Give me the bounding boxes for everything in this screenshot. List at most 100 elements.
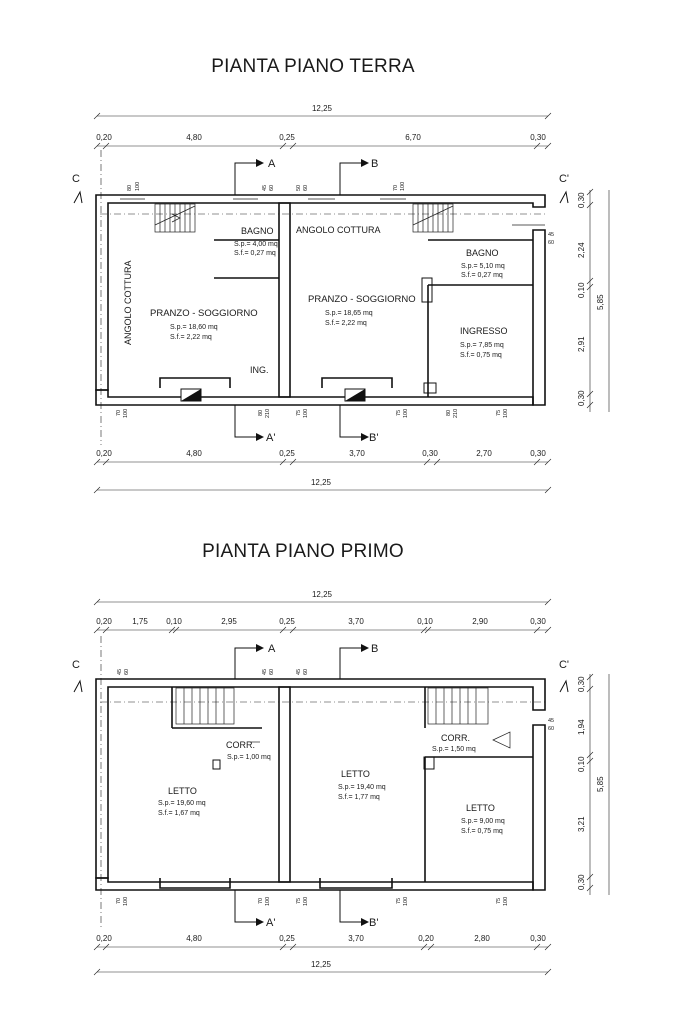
svg-text:100: 100 [403, 897, 409, 906]
first-openings: 45 60 45 60 45 60 45 60 70 100 70 100 75… [116, 669, 554, 906]
svg-text:S.f.= 0,75 mq: S.f.= 0,75 mq [461, 828, 503, 835]
svg-text:S.f.= 0,27 mq: S.f.= 0,27 mq [234, 250, 276, 257]
svg-text:3,70: 3,70 [349, 449, 365, 458]
svg-text:A': A' [266, 917, 275, 929]
ground-op-50a: 50 [296, 185, 302, 191]
svg-text:B: B [371, 643, 378, 655]
svg-text:45: 45 [262, 669, 268, 675]
ground-op-100b: 100 [400, 182, 406, 191]
svg-text:75: 75 [296, 898, 302, 904]
svg-text:C: C [72, 659, 80, 671]
svg-text:0,30: 0,30 [530, 449, 546, 458]
svg-text:S.p.= 19,60 mq: S.p.= 19,60 mq [158, 800, 206, 807]
svg-text:0,10: 0,10 [166, 617, 182, 626]
svg-text:0,30: 0,30 [577, 874, 586, 890]
ground-walls [95, 194, 546, 406]
room-pranzo-left: PRANZO - SOGGIORNO [150, 308, 258, 319]
first-room-labels: CORR. S.p.= 1,00 mq LETTO S.p.= 19,60 mq… [158, 733, 505, 835]
ground-top-dim-3: 0,25 [279, 133, 295, 142]
svg-text:3,70: 3,70 [348, 617, 364, 626]
svg-text:210: 210 [265, 409, 271, 418]
room-ingresso-right: INGRESSO [460, 326, 508, 336]
ground-side-dimension-chain: 0,30 2,24 0,10 2,91 0,30 5,85 [577, 188, 610, 412]
svg-text:S.p.= 7,85 mq: S.p.= 7,85 mq [460, 342, 504, 349]
ground-section-c-label: C [72, 173, 80, 185]
svg-text:S.f.= 0,75 mq: S.f.= 0,75 mq [460, 352, 502, 359]
first-stairs [175, 687, 511, 749]
svg-text:2,24: 2,24 [577, 242, 586, 258]
svg-text:2,91: 2,91 [577, 336, 586, 352]
svg-text:60: 60 [124, 669, 130, 675]
svg-text:12,25: 12,25 [311, 960, 332, 969]
svg-text:S.f.= 2,22 mq: S.f.= 2,22 mq [325, 320, 367, 327]
svg-text:S.p.= 1,50 mq: S.p.= 1,50 mq [432, 746, 476, 753]
ground-section-b-prime: B' [369, 432, 378, 444]
first-walls [95, 678, 546, 891]
ground-section-a-prime: A' [266, 432, 275, 444]
ground-op-60a: 60 [269, 185, 275, 191]
svg-text:12,25: 12,25 [311, 478, 332, 487]
svg-text:0,20: 0,20 [96, 449, 112, 458]
room-letto-left: LETTO [168, 786, 197, 796]
room-corr-right: CORR. [441, 733, 470, 743]
svg-text:0,20: 0,20 [96, 617, 112, 626]
svg-text:60: 60 [303, 669, 309, 675]
first-chimney [159, 878, 393, 889]
svg-text:5,85: 5,85 [596, 776, 605, 792]
room-bagno-right: BAGNO [466, 248, 499, 258]
svg-text:70: 70 [258, 898, 264, 904]
room-letto-mid: LETTO [341, 769, 370, 779]
ground-section-a: A [268, 158, 276, 170]
svg-text:S.p.= 19,40 mq: S.p.= 19,40 mq [338, 784, 386, 791]
ground-op-100a: 100 [135, 182, 141, 191]
svg-text:A: A [268, 643, 276, 655]
svg-text:0,20: 0,20 [96, 934, 112, 943]
ground-op-45b: 45 [548, 232, 554, 238]
svg-text:0,10: 0,10 [417, 617, 433, 626]
svg-text:75: 75 [496, 410, 502, 416]
ground-section-markers: A B A' B' [234, 158, 378, 444]
svg-text:3,70: 3,70 [348, 934, 364, 943]
room-pranzo-right: PRANZO - SOGGIORNO [308, 294, 416, 305]
ground-op-80a: 80 [127, 185, 133, 191]
svg-text:2,70: 2,70 [476, 449, 492, 458]
svg-text:0,30: 0,30 [577, 676, 586, 692]
svg-text:S.f.= 2,22 mq: S.f.= 2,22 mq [170, 334, 212, 341]
svg-text:80: 80 [446, 410, 452, 416]
room-angolo-cottura-left: ANGOLO COTTURA [123, 260, 133, 345]
svg-text:S.f.= 0,27 mq: S.f.= 0,27 mq [461, 272, 503, 279]
svg-text:0,10: 0,10 [577, 282, 586, 298]
svg-text:S.p.= 18,60 mq: S.p.= 18,60 mq [170, 324, 218, 331]
svg-text:75: 75 [396, 898, 402, 904]
svg-text:60: 60 [269, 669, 275, 675]
svg-text:80: 80 [258, 410, 264, 416]
svg-text:0,20: 0,20 [418, 934, 434, 943]
first-overall-dimension: 12,25 [93, 590, 552, 606]
svg-text:S.f.= 1,77 mq: S.f.= 1,77 mq [338, 794, 380, 801]
svg-text:45: 45 [548, 718, 554, 724]
svg-text:0,30: 0,30 [422, 449, 438, 458]
svg-text:0,25: 0,25 [279, 449, 295, 458]
ground-bottom-openings: 70 100 80 210 75 100 75 100 80 210 75 10… [116, 409, 509, 418]
svg-text:100: 100 [403, 409, 409, 418]
svg-text:100: 100 [303, 409, 309, 418]
svg-text:100: 100 [265, 897, 271, 906]
svg-text:S.p.= 18,65 mq: S.p.= 18,65 mq [325, 310, 373, 317]
svg-text:0,25: 0,25 [279, 934, 295, 943]
svg-text:1,94: 1,94 [577, 719, 586, 735]
ground-section-b: B [371, 158, 378, 170]
room-corr-left: CORR. [226, 740, 255, 750]
svg-text:70: 70 [116, 898, 122, 904]
svg-text:0,10: 0,10 [577, 756, 586, 772]
ground-overall-dimension: 12,25 [93, 104, 552, 120]
ground-overall-label: 12,25 [312, 104, 333, 113]
ground-top-dimension-chain: 0,20 4,80 0,25 6,70 0,30 [93, 133, 552, 150]
room-ingresso-left: ING. [250, 365, 269, 375]
svg-text:45: 45 [117, 669, 123, 675]
ground-chimneys [159, 377, 437, 402]
svg-text:75: 75 [296, 410, 302, 416]
svg-text:70: 70 [116, 410, 122, 416]
ground-top-openings: 80 100 45 60 50 60 70 100 45 60 [120, 182, 554, 246]
